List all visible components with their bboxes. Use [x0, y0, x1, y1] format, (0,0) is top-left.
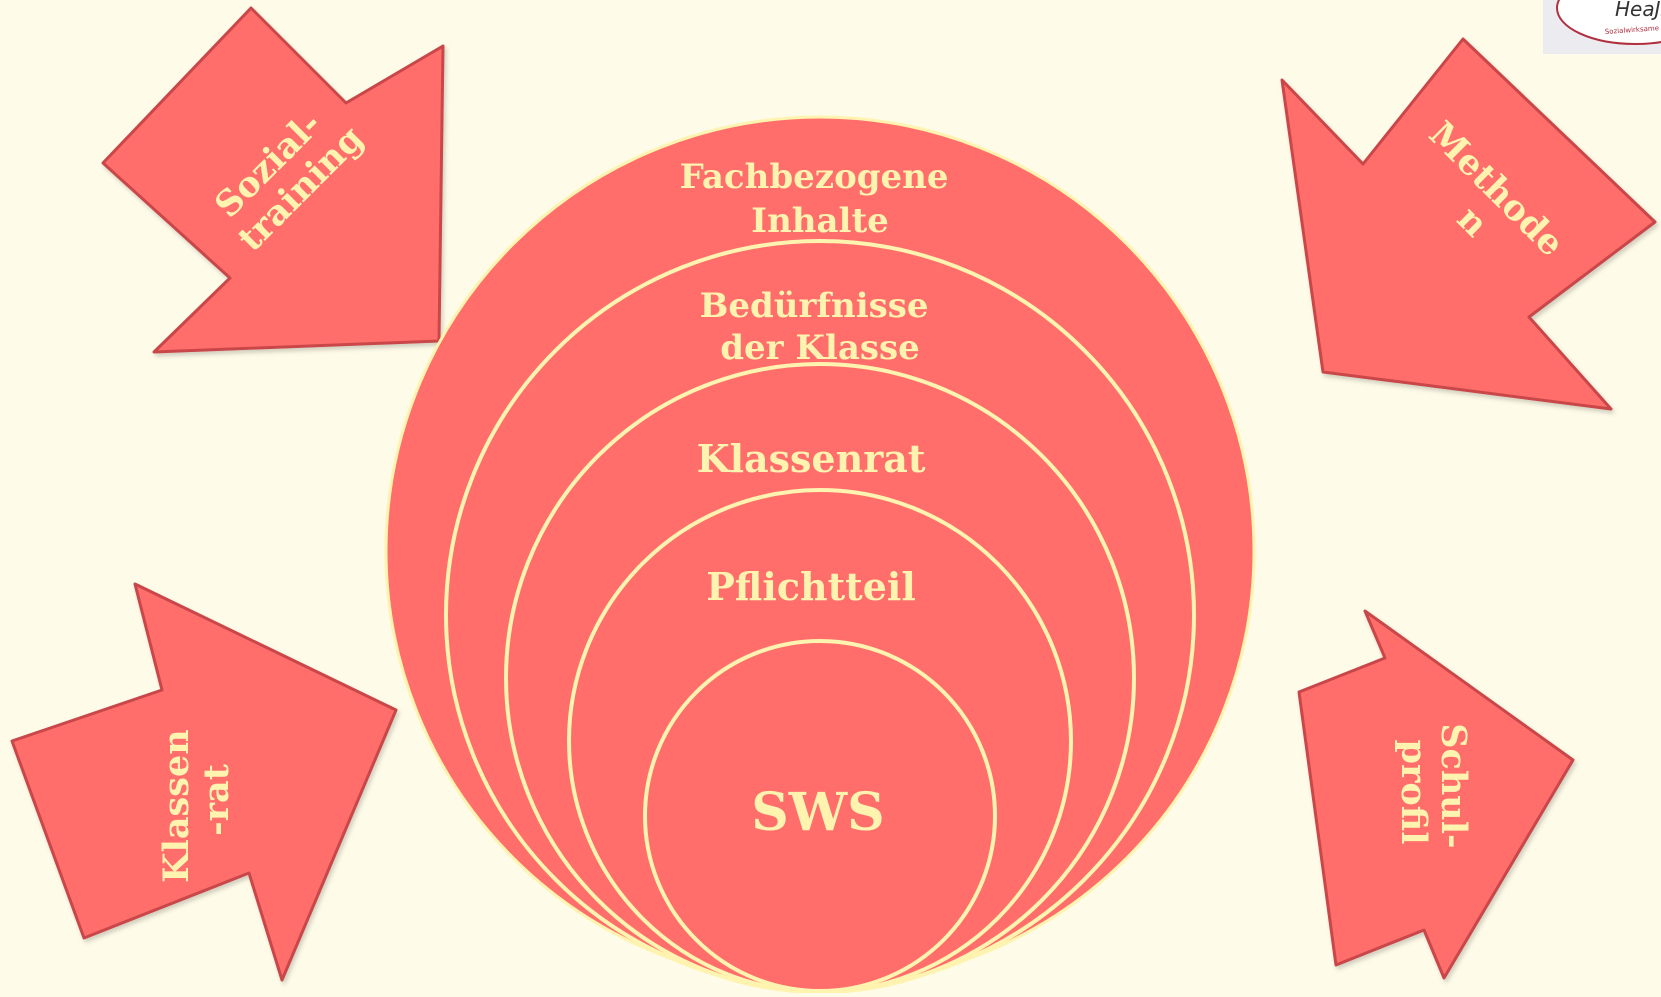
- logo-title: HeaJsc: [1615, 0, 1661, 21]
- ring-label-beduerfnisse-der-klasse: Bedürfnisse der Klasse: [700, 286, 941, 368]
- arrow-top-right: Methode n: [1280, 37, 1657, 411]
- arrow-top-left-shape: [101, 6, 445, 354]
- ring-label-sws: SWS: [751, 782, 885, 843]
- arrow-bottom-left-shape: [10, 582, 398, 982]
- ring-label-pflichtteil: Pflichtteil: [706, 564, 916, 609]
- ring-label-klassenrat: Klassenrat: [697, 436, 926, 481]
- logo: HeaJsc Sozialwirksame Schule: [1543, 0, 1661, 54]
- arrow-bottom-right-shape: [1297, 609, 1575, 980]
- ring-sws: [643, 639, 997, 993]
- arrow-top-right-shape: [1280, 37, 1657, 411]
- arrow-bottom-left-label: Klassen -rat: [156, 717, 237, 883]
- arrow-bottom-right-label: Schul- profil: [1393, 723, 1474, 861]
- arrow-top-left: Sozial- training: [101, 6, 445, 354]
- arrow-bottom-right: Schul- profil: [1297, 609, 1575, 980]
- arrow-bottom-left: Klassen -rat: [10, 582, 398, 982]
- logo-graphic: HeaJsc Sozialwirksame Schule: [1556, 0, 1661, 45]
- ring-label-fachbezogene-inhalte: Fachbezogene Inhalte: [680, 157, 961, 241]
